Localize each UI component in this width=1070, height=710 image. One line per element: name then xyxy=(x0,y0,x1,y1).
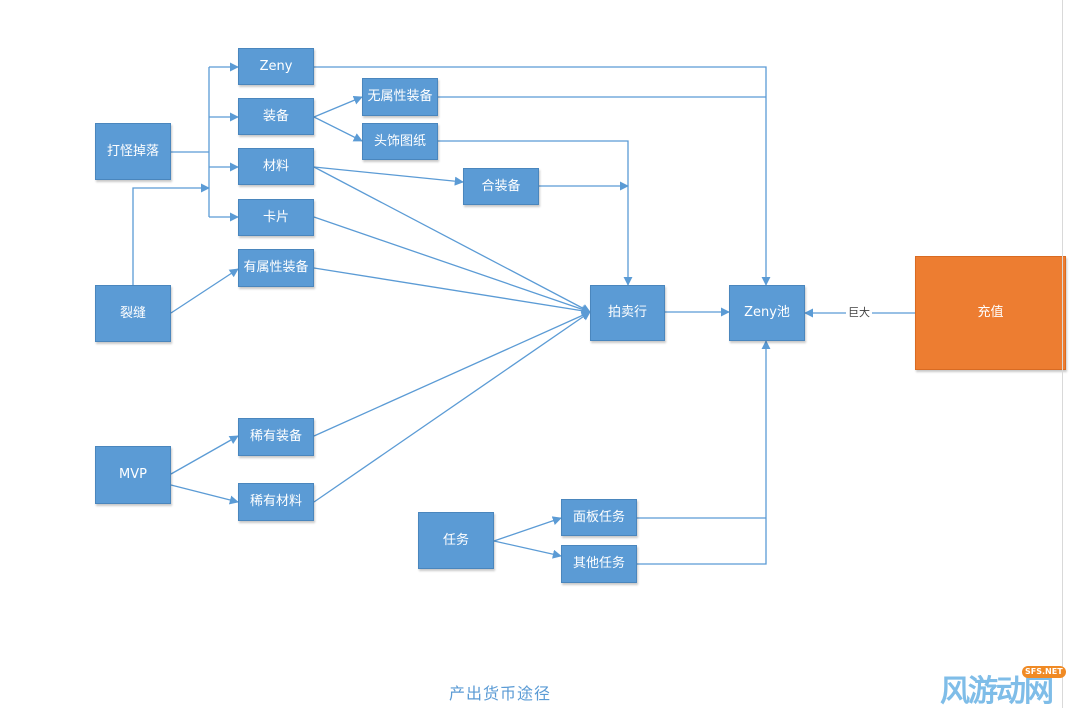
edge-equip-to-headgear xyxy=(313,116,363,142)
node-recharge: 充值 xyxy=(915,256,1066,370)
node-zeny-pool: Zeny池 xyxy=(729,285,805,341)
node-headgear-blueprint: 头饰图纸 xyxy=(362,123,438,160)
node-attr-equip: 有属性装备 xyxy=(238,249,314,287)
node-label: 稀有装备 xyxy=(249,429,302,444)
edge-rare-equip-to-auction xyxy=(313,311,591,437)
watermark-text: 风游动网 xyxy=(940,674,1054,709)
edge-attr-equip-to-auction xyxy=(313,267,591,316)
node-label: 有属性装备 xyxy=(243,260,309,275)
node-rare-material: 稀有材料 xyxy=(238,483,314,521)
node-monster-drop: 打怪掉落 xyxy=(95,123,171,180)
node-material: 材料 xyxy=(238,148,314,185)
node-label: 任务 xyxy=(442,532,469,548)
node-quest: 任务 xyxy=(418,512,494,569)
node-label: 卡片 xyxy=(262,209,289,225)
edge-mvp-to-rare-equip xyxy=(170,435,239,475)
edge-rare-material-to-auction xyxy=(313,311,591,503)
edge-card-to-auction xyxy=(313,216,591,314)
node-label: 材料 xyxy=(262,158,289,174)
node-combine-equip: 合装备 xyxy=(463,168,539,205)
edge-rift-to-attr-equip xyxy=(170,268,239,314)
node-other-quest: 其他任务 xyxy=(561,545,637,583)
edge-zeny-to-pool xyxy=(314,66,771,286)
page-edge-line xyxy=(1062,0,1063,708)
node-panel-quest: 面板任务 xyxy=(561,499,637,536)
node-label: 其他任务 xyxy=(572,556,625,571)
diagram-caption: 产出货币途径 xyxy=(448,684,551,703)
node-no-attr-equip: 无属性装备 xyxy=(362,78,438,116)
node-label: Zeny池 xyxy=(744,305,790,320)
node-label: MVP xyxy=(119,467,147,482)
edge-material-to-combine xyxy=(313,166,464,186)
node-label: 打怪掉落 xyxy=(106,143,159,159)
node-label: 装备 xyxy=(262,108,289,124)
node-zeny: Zeny xyxy=(238,48,314,85)
edge-quest-to-other xyxy=(493,540,562,559)
edge-quest-to-panel xyxy=(493,516,562,542)
node-mvp: MVP xyxy=(95,446,171,504)
node-rare-equip: 稀有装备 xyxy=(238,418,314,456)
node-rift: 裂缝 xyxy=(95,285,171,342)
node-auction-house: 拍卖行 xyxy=(590,285,665,341)
edge-mvp-to-rare-material xyxy=(170,484,239,505)
node-label: 头饰图纸 xyxy=(373,133,426,149)
edge-other-quest-to-pool xyxy=(637,340,771,565)
edge-material-to-auction xyxy=(313,166,591,313)
site-watermark-logo: 风游动网 SFS.NET xyxy=(940,664,1066,709)
node-label: 面板任务 xyxy=(572,509,625,525)
node-label: 拍卖行 xyxy=(607,305,647,320)
node-label: 充值 xyxy=(977,305,1004,320)
edge-headgear-to-auction xyxy=(438,140,633,286)
node-equip: 装备 xyxy=(238,98,314,135)
edge-label-huge: 巨大 xyxy=(846,306,872,319)
node-label: 裂缝 xyxy=(119,305,146,321)
node-label: 合装备 xyxy=(481,178,521,194)
node-label: 稀有材料 xyxy=(249,494,302,509)
node-label: Zeny xyxy=(259,58,293,74)
node-card: 卡片 xyxy=(238,199,314,236)
node-label: 无属性装备 xyxy=(367,89,433,104)
watermark-badge: SFS.NET xyxy=(1022,666,1066,678)
edge-rift-to-bracket xyxy=(132,183,210,285)
edge-equip-to-no-attr xyxy=(313,95,363,118)
